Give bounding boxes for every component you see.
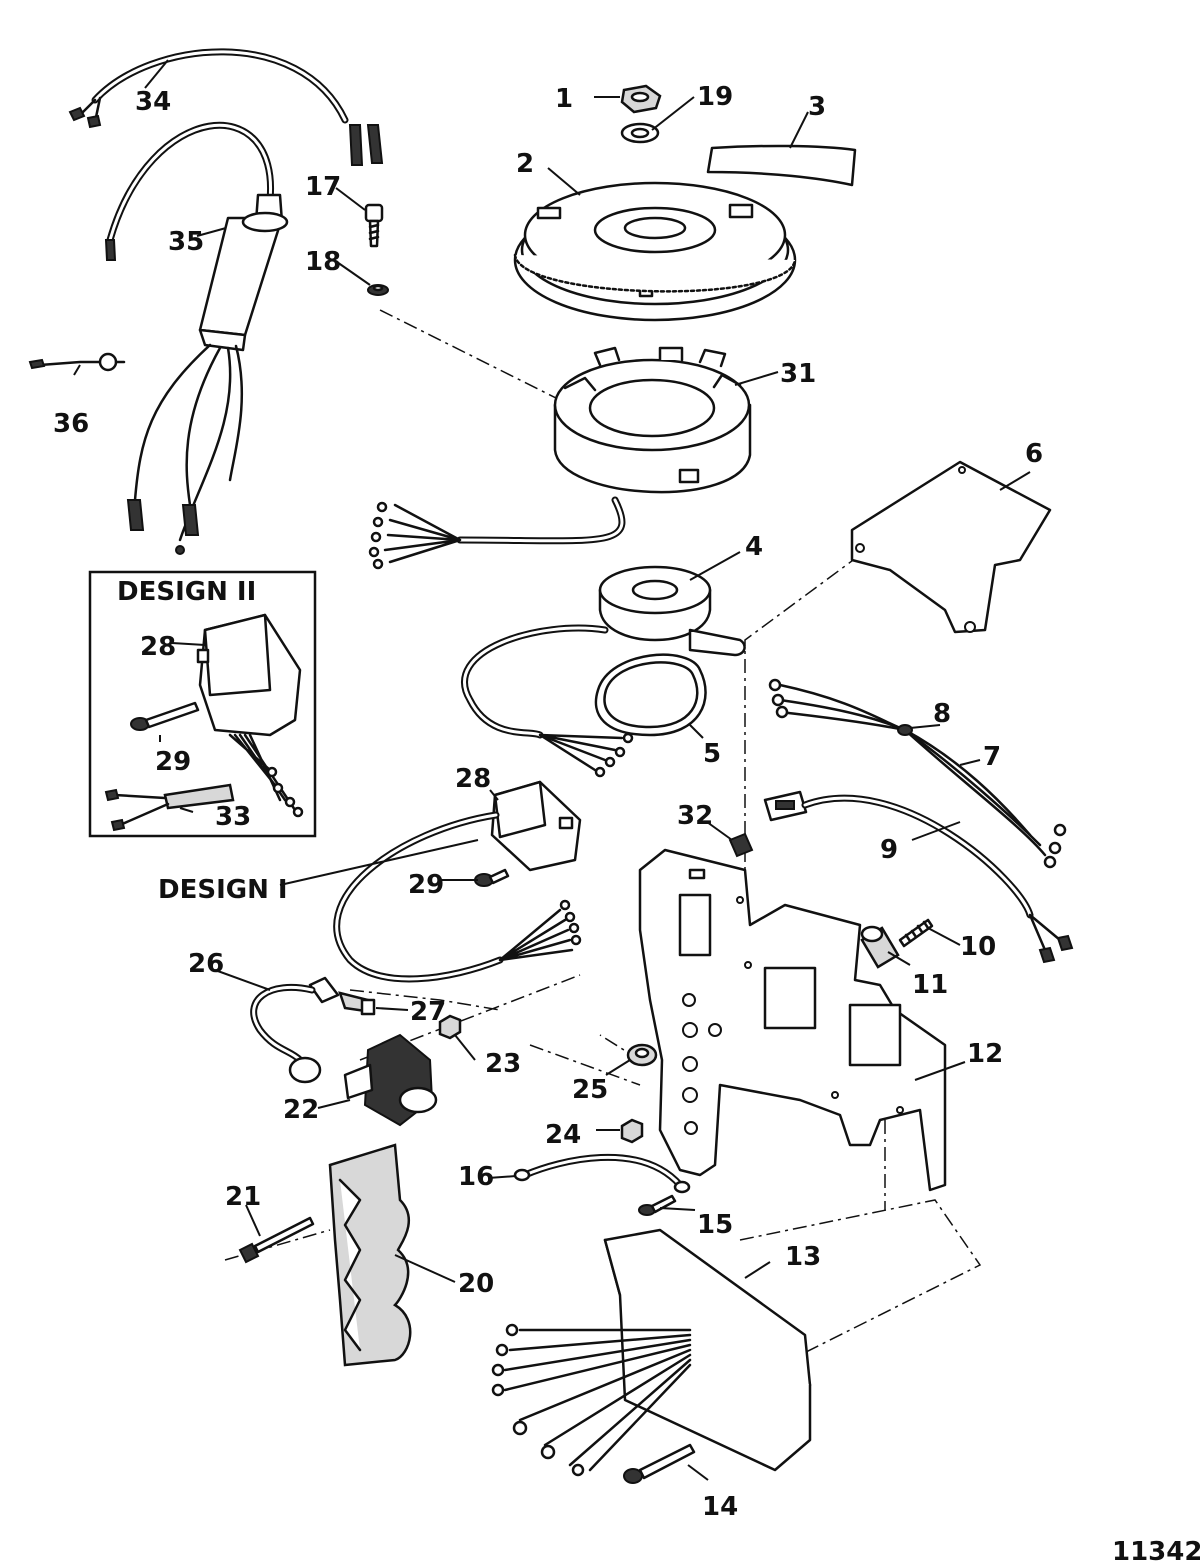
callout-11: 11	[912, 970, 948, 1000]
callout-29-design-ii: 29	[155, 747, 191, 777]
leader-lines	[73, 59, 1031, 1481]
inset-frame	[88, 570, 317, 838]
part-28-design-ii	[196, 613, 304, 818]
callout-25: 25	[572, 1075, 608, 1105]
design-i-label: DESIGN I	[158, 875, 288, 905]
callout-26: 26	[188, 949, 224, 979]
callout-18: 18	[305, 247, 341, 277]
callout-28-design-i: 28	[455, 764, 491, 794]
callout-4: 4	[745, 532, 763, 562]
figure-number: 11342	[1112, 1537, 1200, 1567]
callout-7: 7	[983, 742, 1001, 772]
part-16-strap	[513, 1153, 691, 1194]
callout-20: 20	[458, 1269, 494, 1299]
part-15-screw	[638, 1194, 677, 1216]
callout-10: 10	[960, 932, 996, 962]
part-13-module	[491, 1228, 812, 1477]
callout-5: 5	[703, 739, 721, 769]
callout-17: 17	[305, 172, 341, 202]
callout-8: 8	[933, 699, 951, 729]
callout-1: 1	[555, 84, 573, 114]
callout-27: 27	[410, 997, 446, 1027]
callout-15: 15	[697, 1210, 733, 1240]
callout-9: 9	[880, 835, 898, 865]
part-2-flywheel	[513, 181, 797, 322]
design-ii-label: DESIGN II	[117, 577, 256, 607]
part-1-nut	[620, 84, 662, 114]
part-8-tie	[897, 724, 913, 736]
callout-6: 6	[1025, 439, 1043, 469]
part-27-spark-plug	[338, 991, 376, 1016]
part-12-plate	[638, 848, 947, 1192]
part-17-screw	[364, 203, 384, 248]
part-5-gasket	[594, 653, 707, 737]
callout-22: 22	[283, 1095, 319, 1125]
part-29-screw-design-ii	[130, 701, 200, 731]
callout-36: 36	[53, 409, 89, 439]
part-4-trigger	[461, 565, 746, 778]
callouts: 1 19 3 2 34 17 35 18 31 36 6 4 5 8 7 9 3…	[53, 82, 1043, 1522]
callout-31: 31	[780, 359, 816, 389]
callout-34: 34	[135, 87, 171, 117]
callout-14: 14	[702, 1492, 738, 1522]
callout-19: 19	[697, 82, 733, 112]
part-35-resistor	[104, 121, 289, 555]
callout-21: 21	[225, 1182, 261, 1212]
callout-16: 16	[458, 1162, 494, 1192]
part-11-bushing	[860, 925, 900, 969]
part-3-tape	[706, 144, 857, 187]
callout-33: 33	[215, 802, 251, 832]
part-32-fuse	[728, 832, 754, 858]
part-34-harness	[68, 48, 384, 166]
callout-29-design-i: 29	[408, 870, 444, 900]
callout-23: 23	[485, 1049, 521, 1079]
part-14-bolt	[623, 1443, 696, 1484]
callout-28-design-ii: 28	[140, 632, 176, 662]
part-22-coil	[343, 1033, 438, 1127]
callout-35: 35	[168, 227, 204, 257]
part-29-screw-design-i	[474, 868, 510, 887]
part-26-plug-lead	[250, 976, 340, 1084]
part-33-leads	[104, 783, 235, 832]
part-18-washer	[367, 284, 389, 296]
callout-24: 24	[545, 1120, 581, 1150]
part-24-nut	[620, 1118, 644, 1144]
part-9-harness	[763, 790, 1074, 964]
part-36-lead	[28, 352, 126, 372]
part-31-stator	[368, 346, 752, 570]
callout-12: 12	[967, 1039, 1003, 1069]
part-25-grommet	[626, 1043, 658, 1067]
part-10-stud	[898, 918, 934, 948]
part-19-washer	[620, 122, 660, 144]
part-28-design-i	[333, 780, 582, 983]
callout-2: 2	[516, 149, 534, 179]
callout-3: 3	[808, 92, 826, 122]
callout-13: 13	[785, 1242, 821, 1272]
design-ii-inset	[88, 570, 317, 838]
callout-32: 32	[677, 801, 713, 831]
part-6-bracket	[850, 460, 1052, 634]
part-21-bolt	[238, 1216, 315, 1264]
part-20-coil-pack	[328, 1143, 412, 1367]
part-23-nut	[438, 1014, 462, 1040]
